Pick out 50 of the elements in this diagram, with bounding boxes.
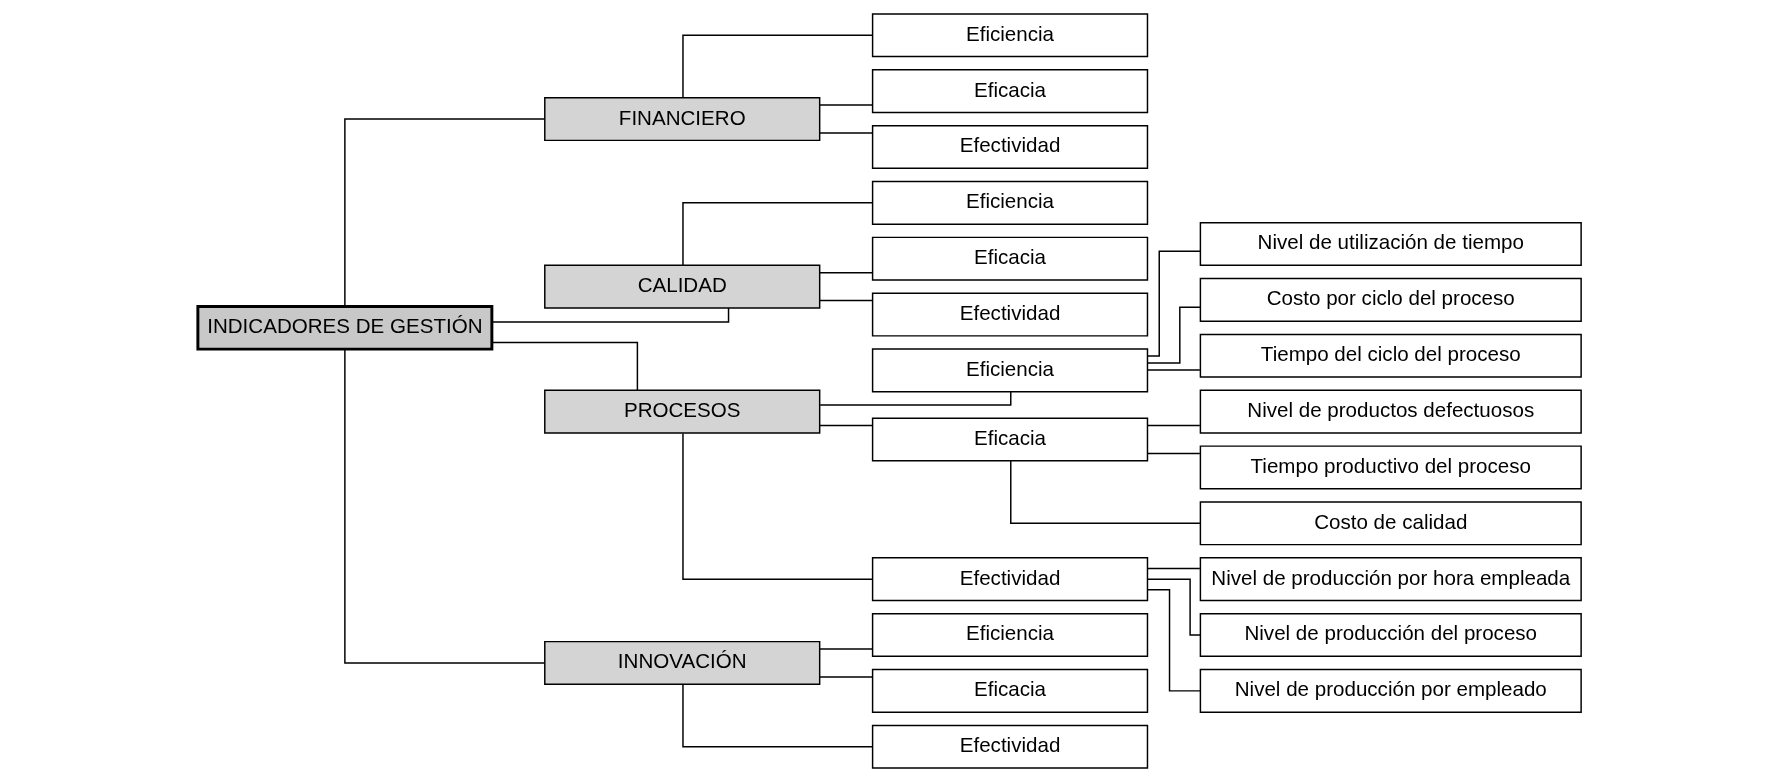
connector — [343, 348, 545, 664]
node-box: CALIDAD — [543, 264, 820, 309]
node-box: INDICADORES DE GESTIÓN — [195, 305, 493, 351]
node-box: Eficiencia — [871, 180, 1148, 225]
node-box: INNOVACIÓN — [543, 640, 820, 685]
connector — [681, 432, 873, 580]
node-box: Nivel de productos defectuosos — [1199, 389, 1582, 434]
connector — [681, 34, 873, 99]
node-box: Nivel de producción por hora empleada — [1199, 557, 1582, 602]
connector — [1146, 567, 1201, 570]
connector — [1146, 578, 1201, 636]
node-box: Efectividad — [871, 292, 1148, 337]
node-box: Eficiencia — [871, 348, 1148, 393]
node-box: Nivel de producción del proceso — [1199, 612, 1582, 658]
node-box: Eficacia — [871, 69, 1148, 114]
connector — [818, 271, 873, 274]
connector — [1009, 460, 1201, 525]
connector — [818, 676, 873, 678]
connector — [1146, 250, 1201, 357]
node-box: Efectividad — [871, 124, 1148, 170]
node-box: Costo por ciclo del proceso — [1199, 277, 1582, 322]
connector — [490, 307, 729, 323]
node-box: Tiempo productivo del proceso — [1199, 445, 1582, 490]
node-box: Nivel de producción por empleado — [1199, 668, 1582, 713]
node-box: Tiempo del ciclo del proceso — [1199, 333, 1582, 378]
connector — [681, 683, 873, 748]
node-box: Eficacia — [871, 236, 1148, 281]
node-box: Efectividad — [871, 724, 1148, 769]
node-box: Eficacia — [871, 668, 1148, 713]
node-box: Efectividad — [871, 557, 1148, 602]
connector — [818, 391, 1011, 406]
connector — [681, 202, 873, 266]
connector — [1146, 369, 1201, 371]
connector — [343, 118, 545, 307]
connector — [818, 424, 873, 427]
connector — [1146, 424, 1201, 427]
connector — [818, 104, 873, 106]
node-box: Eficiencia — [871, 13, 1148, 58]
node-box: PROCESOS — [543, 389, 820, 434]
connector — [1146, 589, 1201, 692]
connector — [818, 648, 873, 650]
connector — [818, 132, 873, 134]
node-box: Nivel de utilización de tiempo — [1199, 221, 1582, 267]
node-box: FINANCIERO — [543, 97, 820, 142]
node-box: Eficiencia — [871, 612, 1148, 658]
node-box: Costo de calidad — [1199, 501, 1582, 546]
connector — [1146, 452, 1201, 455]
connector — [490, 341, 638, 391]
connector — [818, 299, 873, 302]
node-box: Eficacia — [871, 417, 1148, 462]
